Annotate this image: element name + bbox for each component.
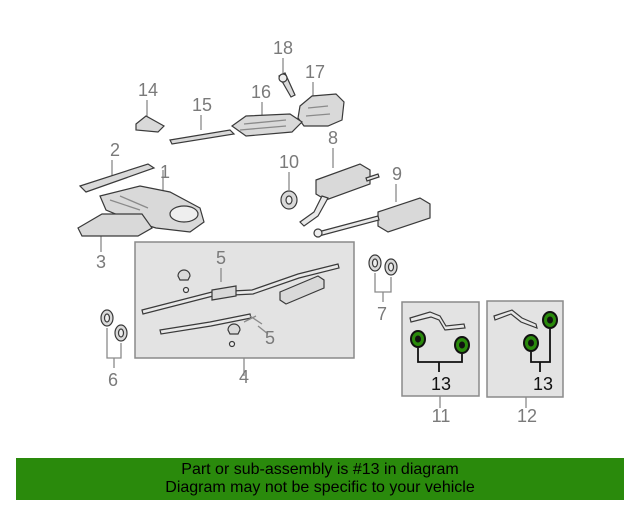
callout-5-bottom: 5: [265, 328, 275, 348]
part-2-heat-shield[interactable]: [78, 160, 156, 193]
callout-8: 8: [328, 128, 338, 148]
leader-13a: [417, 348, 463, 372]
highlight-banner: Part or sub-assembly is #13 in diagram D…: [16, 458, 624, 500]
callout-13-right: 13: [533, 374, 553, 394]
leader-5b: [257, 325, 269, 335]
leader-7: [374, 273, 392, 302]
banner-line-1: Part or sub-assembly is #13 in diagram: [181, 461, 459, 478]
leader-13b: [530, 329, 551, 372]
part-4-exhaust-pipe-assembly[interactable]: [134, 241, 355, 376]
callout-10: 10: [279, 152, 299, 172]
part-16-heat-shield[interactable]: [230, 102, 303, 137]
part-18-bolt[interactable]: [278, 58, 296, 98]
part-17-heat-shield[interactable]: [297, 82, 345, 127]
banner-line-2: Diagram may not be specific to your vehi…: [165, 479, 475, 496]
part-9-muffler[interactable]: [313, 184, 431, 238]
part-15-heat-shield[interactable]: [169, 115, 236, 145]
part-3-heat-shield[interactable]: [77, 213, 153, 252]
leader-6: [106, 328, 122, 368]
callout-15: 15: [192, 95, 212, 115]
callout-16: 16: [251, 82, 271, 102]
callout-13-left: 13: [431, 374, 451, 394]
callout-1: 1: [160, 162, 170, 182]
part-14-bracket[interactable]: [135, 100, 165, 133]
callout-6: 6: [108, 370, 118, 390]
part-7-gaskets[interactable]: [368, 254, 398, 302]
callout-17: 17: [305, 62, 325, 82]
callout-3: 3: [96, 252, 106, 272]
part-13-insulator-left-box[interactable]: [410, 330, 470, 372]
callout-4: 4: [239, 367, 249, 387]
part-6-gaskets[interactable]: [100, 309, 128, 368]
callout-2: 2: [110, 140, 120, 160]
callout-9: 9: [392, 164, 402, 184]
part-10-gasket[interactable]: [280, 172, 298, 210]
callout-14: 14: [138, 80, 158, 100]
callout-5-top: 5: [216, 248, 226, 268]
part-8-muffler[interactable]: [299, 148, 380, 227]
part-13-insulator-right-box[interactable]: [523, 311, 558, 372]
callout-18: 18: [273, 38, 293, 58]
callout-7: 7: [377, 304, 387, 324]
callout-12: 12: [517, 406, 537, 426]
callout-11: 11: [432, 406, 451, 426]
